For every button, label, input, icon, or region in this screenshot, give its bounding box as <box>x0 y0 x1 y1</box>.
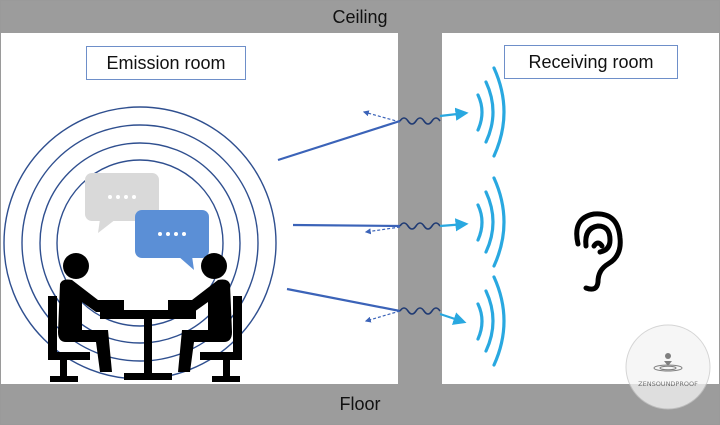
sound-ring-4 <box>56 159 224 327</box>
transmitted-arrow-top <box>439 107 469 121</box>
incident-ray-middle <box>292 223 401 228</box>
incident-ray-top <box>277 119 401 162</box>
wave-arcs-top <box>476 66 506 158</box>
two-people-at-table-icon <box>48 253 242 382</box>
speech-bubble-blue <box>135 210 209 270</box>
zensoundproof-logo: ZENSOUNDPROOF <box>625 324 711 410</box>
wave-arcs-bottom <box>476 275 506 367</box>
reflected-ray-middle <box>364 226 401 235</box>
reflected-sound-rays <box>362 110 401 323</box>
reflected-ray-top <box>362 110 401 123</box>
floor-band: Floor <box>1 384 719 424</box>
received-sound-waves <box>476 66 506 367</box>
ear-icon <box>574 211 623 292</box>
receiving-room-label: Receiving room <box>504 45 678 79</box>
reflected-ray-bottom <box>364 310 401 323</box>
incident-sound-rays <box>277 119 401 313</box>
ceiling-band: Ceiling <box>1 1 719 33</box>
transmitted-sound-paths <box>399 117 441 315</box>
receiving-room-text: Receiving room <box>528 51 654 72</box>
wall-wave-middle <box>399 222 441 230</box>
wave-arcs-middle <box>476 176 506 268</box>
speech-bubble-gray <box>85 173 159 233</box>
emission-room-label: Emission room <box>86 46 246 80</box>
wall-wave-bottom <box>399 307 441 315</box>
transmitted-arrows <box>439 107 469 325</box>
logo-text: ZENSOUNDPROOF <box>638 380 698 388</box>
dividing-wall <box>398 33 442 384</box>
transmitted-arrow-middle <box>439 218 469 232</box>
wall-wave-top <box>399 117 441 125</box>
sound-ring-2 <box>21 124 259 362</box>
incident-ray-bottom <box>286 287 401 313</box>
emission-room-text: Emission room <box>106 52 226 73</box>
transmitted-arrow-bottom <box>439 312 467 325</box>
floor-label: Floor <box>339 393 381 414</box>
sound-ring-3 <box>39 142 241 344</box>
ceiling-label: Ceiling <box>332 6 388 27</box>
